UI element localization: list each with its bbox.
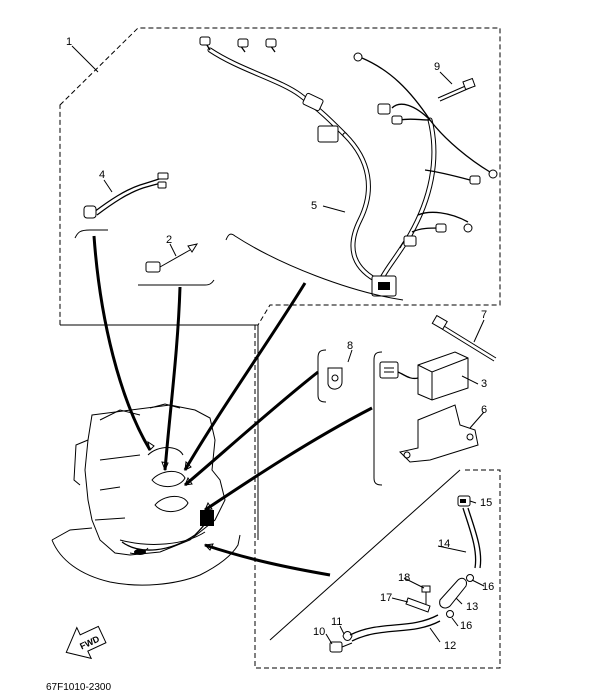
bracket-8 xyxy=(317,349,327,403)
bracket-6 xyxy=(399,404,479,463)
callout-17: 17 xyxy=(380,592,392,604)
callout-4: 4 xyxy=(99,169,105,181)
lead-wire-4 xyxy=(83,172,169,219)
assembly-1-outline xyxy=(59,27,501,326)
callout-9: 9 xyxy=(434,61,440,73)
filter-13 xyxy=(439,577,467,609)
cdi-unit-3 xyxy=(379,351,469,401)
callout-12: 12 xyxy=(444,640,456,652)
callout-5: 5 xyxy=(311,200,317,212)
screw-18 xyxy=(421,585,431,604)
callout-13: 13 xyxy=(466,601,478,613)
clip-16-upper xyxy=(466,574,474,582)
callout-11: 11 xyxy=(331,616,342,628)
cable-tie-7 xyxy=(431,314,497,362)
callout-16-lower: 16 xyxy=(460,620,472,632)
callout-6: 6 xyxy=(481,404,487,416)
callout-1: 1 xyxy=(66,36,72,48)
callout-16-upper: 16 xyxy=(482,581,494,593)
leader-3-6 xyxy=(204,406,373,512)
hose-14 xyxy=(462,507,477,569)
callout-7: 7 xyxy=(481,309,487,321)
diagram-code: 67F1010-2300 xyxy=(46,682,111,693)
joint-10 xyxy=(329,641,353,653)
leader-4 xyxy=(92,235,152,451)
joint-15 xyxy=(457,495,471,507)
callout-18: 18 xyxy=(398,572,410,584)
leader-8 xyxy=(184,370,319,487)
clip-11 xyxy=(342,631,353,641)
bracket-4 xyxy=(74,229,108,239)
bracket-2 xyxy=(138,279,215,286)
callout-3: 3 xyxy=(481,378,487,390)
wire-harness xyxy=(199,36,498,297)
callout-15: 15 xyxy=(480,497,492,509)
callout-8: 8 xyxy=(347,340,353,352)
sensor-2 xyxy=(145,243,199,273)
callout-2: 2 xyxy=(166,234,172,246)
clip-16-lower xyxy=(446,610,454,618)
fwd-arrow-icon: FWD xyxy=(65,625,107,660)
callout-10: 10 xyxy=(313,626,325,638)
bracket-fuel xyxy=(269,469,461,641)
leader-2 xyxy=(163,286,182,471)
hose-12 xyxy=(349,614,439,636)
fuel-group-outline xyxy=(254,325,501,669)
bracket-5 xyxy=(225,233,404,301)
engine-block xyxy=(51,324,259,586)
callout-14: 14 xyxy=(438,538,450,550)
leader-5 xyxy=(183,282,307,471)
cable-tie-9 xyxy=(437,77,476,102)
clamp-8 xyxy=(327,367,343,390)
bracket-3-6 xyxy=(373,351,383,486)
leader-12-15 xyxy=(204,543,331,577)
